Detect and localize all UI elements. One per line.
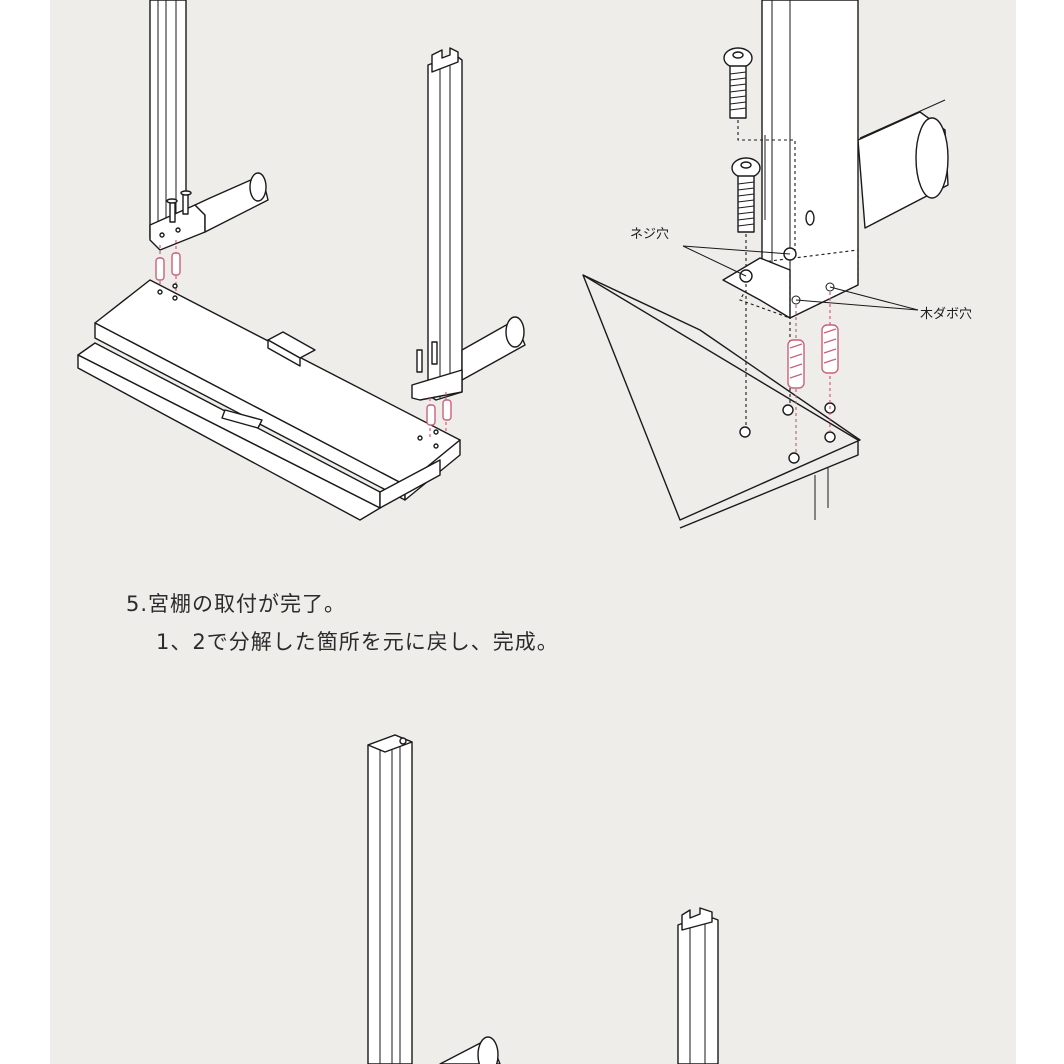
bolt-upper — [723, 47, 753, 119]
left-post — [149, 0, 269, 251]
step-5-title: 5.宮棚の取付が完了。 — [126, 592, 347, 616]
completed-assembly — [367, 734, 719, 1064]
step-5-detail: 1、2で分解した箇所を元に戻し、完成。 — [156, 630, 559, 654]
instruction-sheet: ネジ穴 木ダボ穴 5.宮棚の取付が完了。 1、2で分解した箇所を元に戻し、完成。 — [50, 0, 1016, 1064]
screw-hole-label: ネジ穴 — [630, 227, 669, 242]
dowel-hole-label: 木ダボ穴 — [920, 307, 972, 322]
detail-view — [582, 0, 949, 529]
shelf-board — [77, 279, 461, 521]
right-post — [411, 47, 526, 401]
shelf-assembly-illustration: ネジ穴 木ダボ穴 — [77, 0, 972, 1064]
bolt-lower — [731, 157, 761, 233]
